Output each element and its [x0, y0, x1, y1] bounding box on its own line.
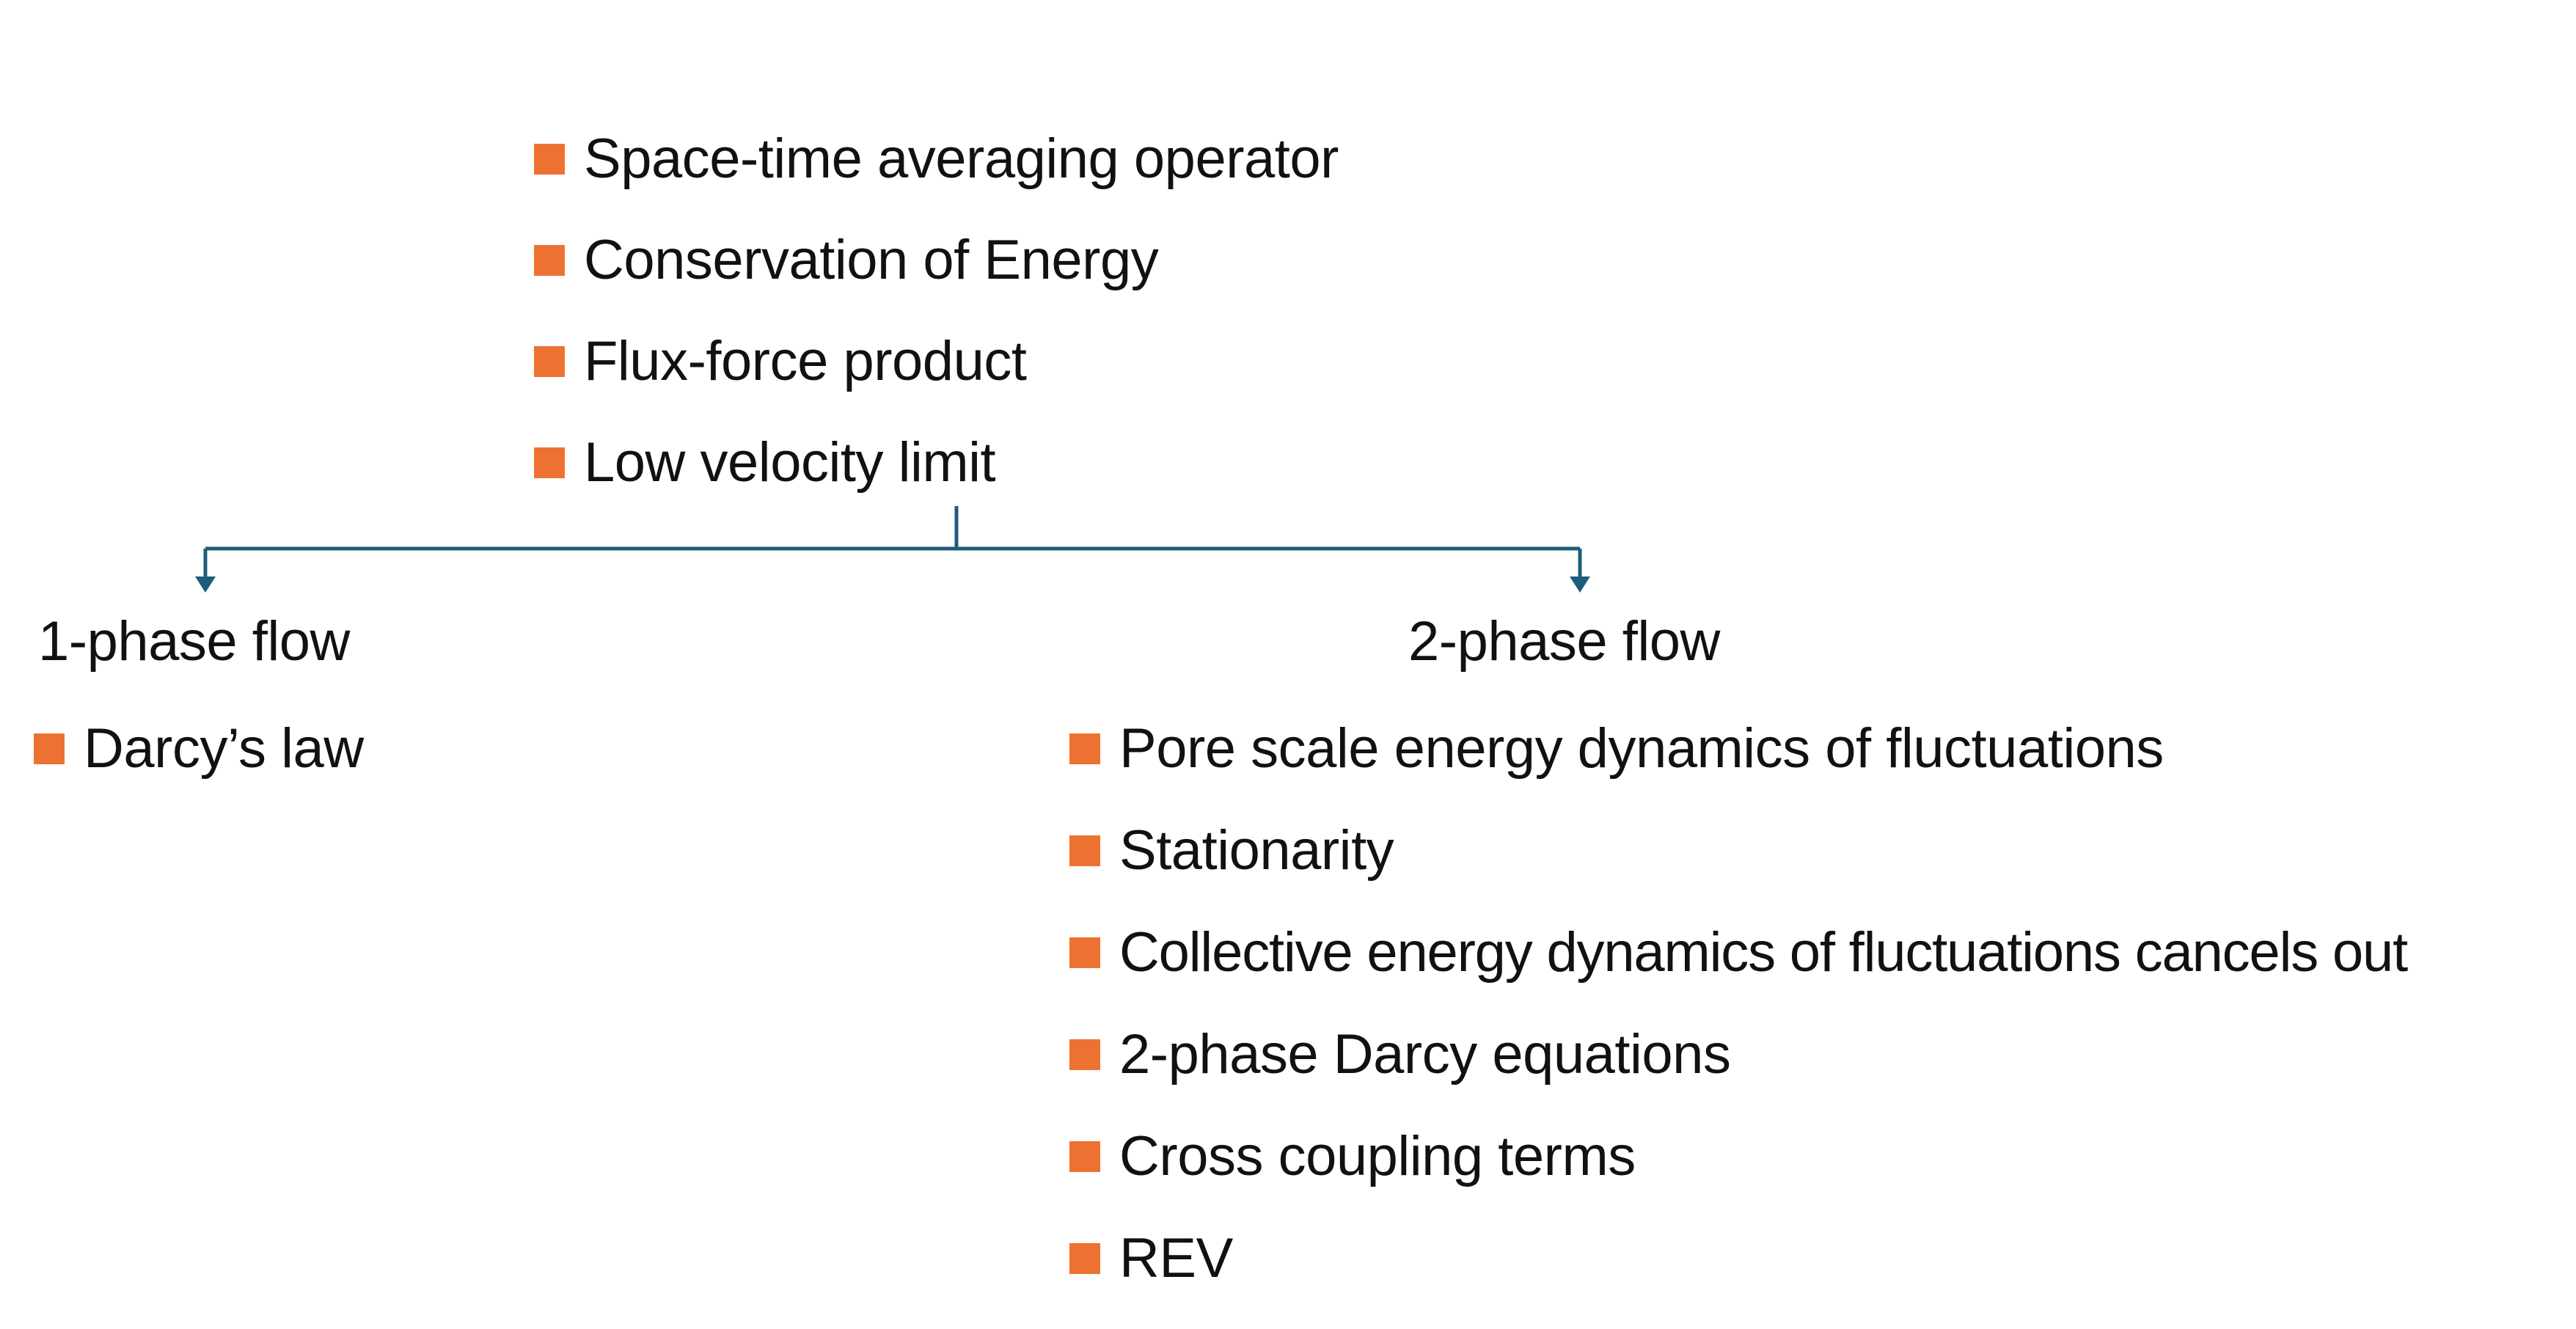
list-item-label: Stationarity [1119, 819, 1394, 882]
list-item-label: Pore scale energy dynamics of fluctuatio… [1119, 717, 2164, 780]
right-branch-heading: 2-phase flow [1408, 610, 1720, 673]
left-arrowhead-icon [195, 576, 216, 593]
list-item-label: Space-time averaging operator [584, 128, 1339, 190]
top-bullet-list: Space-time averaging operator Conservati… [534, 125, 1488, 506]
left-bullet-list: Darcy’s law [34, 714, 547, 802]
bullet-square-icon [1069, 733, 1100, 764]
list-item-label: Cross coupling terms [1119, 1125, 1636, 1187]
list-item-label: Collective energy dynamics of fluctuatio… [1119, 921, 2408, 984]
bullet-square-icon [534, 245, 565, 276]
bullet-square-icon [534, 346, 565, 377]
right-bullet-list: Pore scale energy dynamics of fluctuatio… [1069, 714, 2566, 1323]
list-item-label: REV [1119, 1227, 1233, 1289]
bullet-square-icon [534, 447, 565, 478]
bullet-square-icon [1069, 937, 1100, 968]
list-item-label: Darcy’s law [84, 717, 364, 780]
bullet-square-icon [1069, 835, 1100, 866]
list-item-label: Flux-force product [584, 330, 1027, 392]
right-arrowhead-icon [1570, 576, 1590, 593]
bullet-square-icon [34, 733, 65, 764]
bullet-square-icon [1069, 1243, 1100, 1274]
left-branch-heading: 1-phase flow [38, 610, 350, 673]
list-item-label: 2-phase Darcy equations [1119, 1023, 1731, 1085]
list-item-label: Low velocity limit [584, 431, 996, 494]
bullet-square-icon [1069, 1039, 1100, 1070]
bullet-square-icon [534, 144, 565, 175]
bullet-square-icon [1069, 1141, 1100, 1172]
list-item-label: Conservation of Energy [584, 229, 1159, 291]
